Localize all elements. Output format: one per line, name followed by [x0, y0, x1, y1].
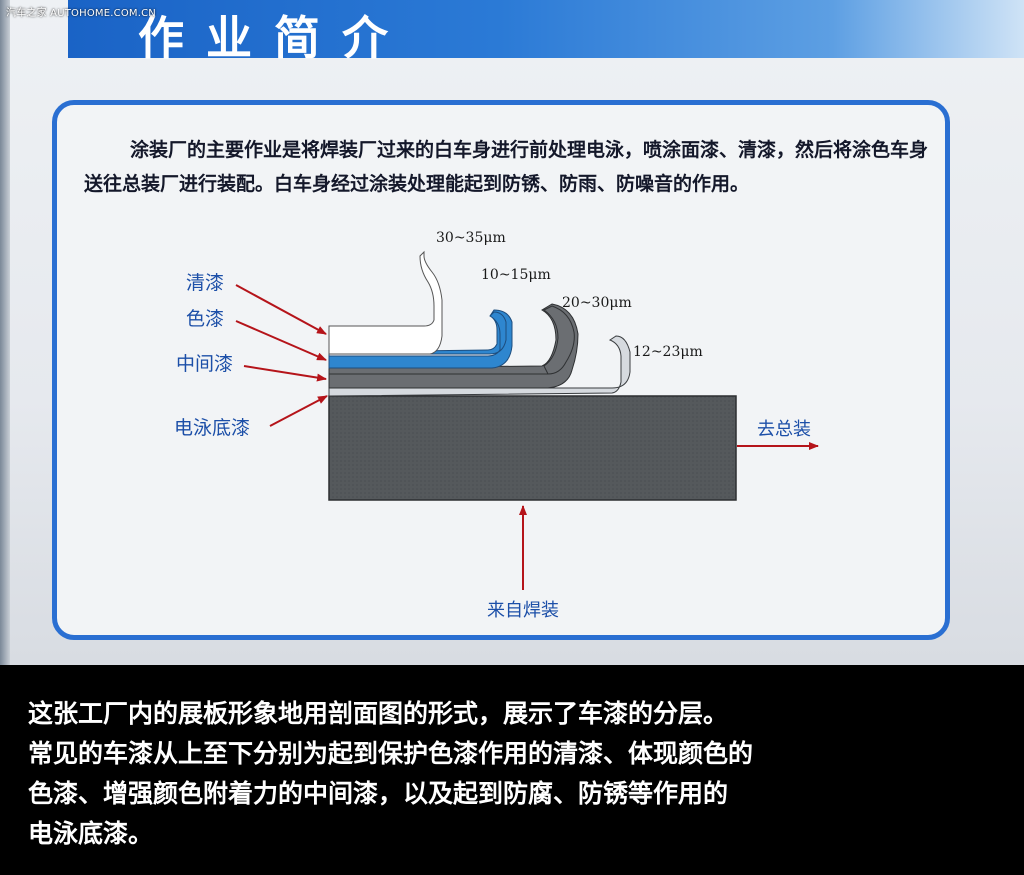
intro-paragraph: 涂装厂的主要作业是将焊装厂过来的白车身进行前处理电泳，喷涂面漆、清漆，然后将涂色… — [84, 139, 929, 195]
caption-line: 这张工厂内的展板形象地用剖面图的形式，展示了车漆的分层。 — [28, 699, 729, 728]
ecoat-layer — [328, 335, 631, 397]
caption-line: 电泳底漆。 — [28, 819, 154, 848]
display-board: 作业简介 汽车之家 AUTOHOME.COM.CN 涂装厂的主要作业是将焊装厂过… — [0, 0, 1024, 665]
board-edge — [0, 0, 10, 665]
arrow-color-coat — [235, 320, 327, 361]
arrow-primer — [243, 365, 327, 382]
watermark: 汽车之家 AUTOHOME.COM.CN — [6, 8, 156, 19]
layer-label-color-coat: 色漆 — [186, 308, 224, 330]
car-body-block — [328, 395, 737, 501]
arrow-clear-coat — [235, 284, 327, 335]
thickness-ecoat: 12~23μm — [633, 344, 703, 360]
clear-coat-layer — [328, 250, 443, 355]
arrow-ecoat — [269, 395, 328, 427]
label-to-assembly: 去总装 — [757, 419, 811, 440]
layer-label-clear-coat: 清漆 — [186, 272, 224, 294]
board-title: 作业简介 — [138, 11, 410, 65]
thickness-primer: 20~30μm — [562, 295, 632, 311]
label-from-welding: 来自焊装 — [487, 600, 559, 621]
primer-layer — [328, 303, 579, 389]
caption-line: 色漆、增强颜色附着力的中间漆，以及起到防腐、防锈等作用的 — [28, 779, 729, 808]
thickness-clear-coat: 30~35μm — [436, 230, 506, 246]
caption-line: 常见的车漆从上至下分别为起到保护色漆作用的清漆、体现颜色的 — [28, 739, 754, 768]
layer-label-primer: 中间漆 — [176, 353, 233, 375]
caption-block: 这张工厂内的展板形象地用剖面图的形式，展示了车漆的分层。 常见的车漆从上至下分别… — [28, 694, 1003, 854]
paint-layer-diagram: 清漆 色漆 中间漆 电泳底漆 30~35μm 10~15μm 20~30μm 1… — [174, 230, 819, 621]
title-bar — [68, 0, 1024, 58]
thickness-color-coat: 10~15μm — [481, 267, 551, 283]
layer-label-ecoat: 电泳底漆 — [174, 417, 250, 439]
